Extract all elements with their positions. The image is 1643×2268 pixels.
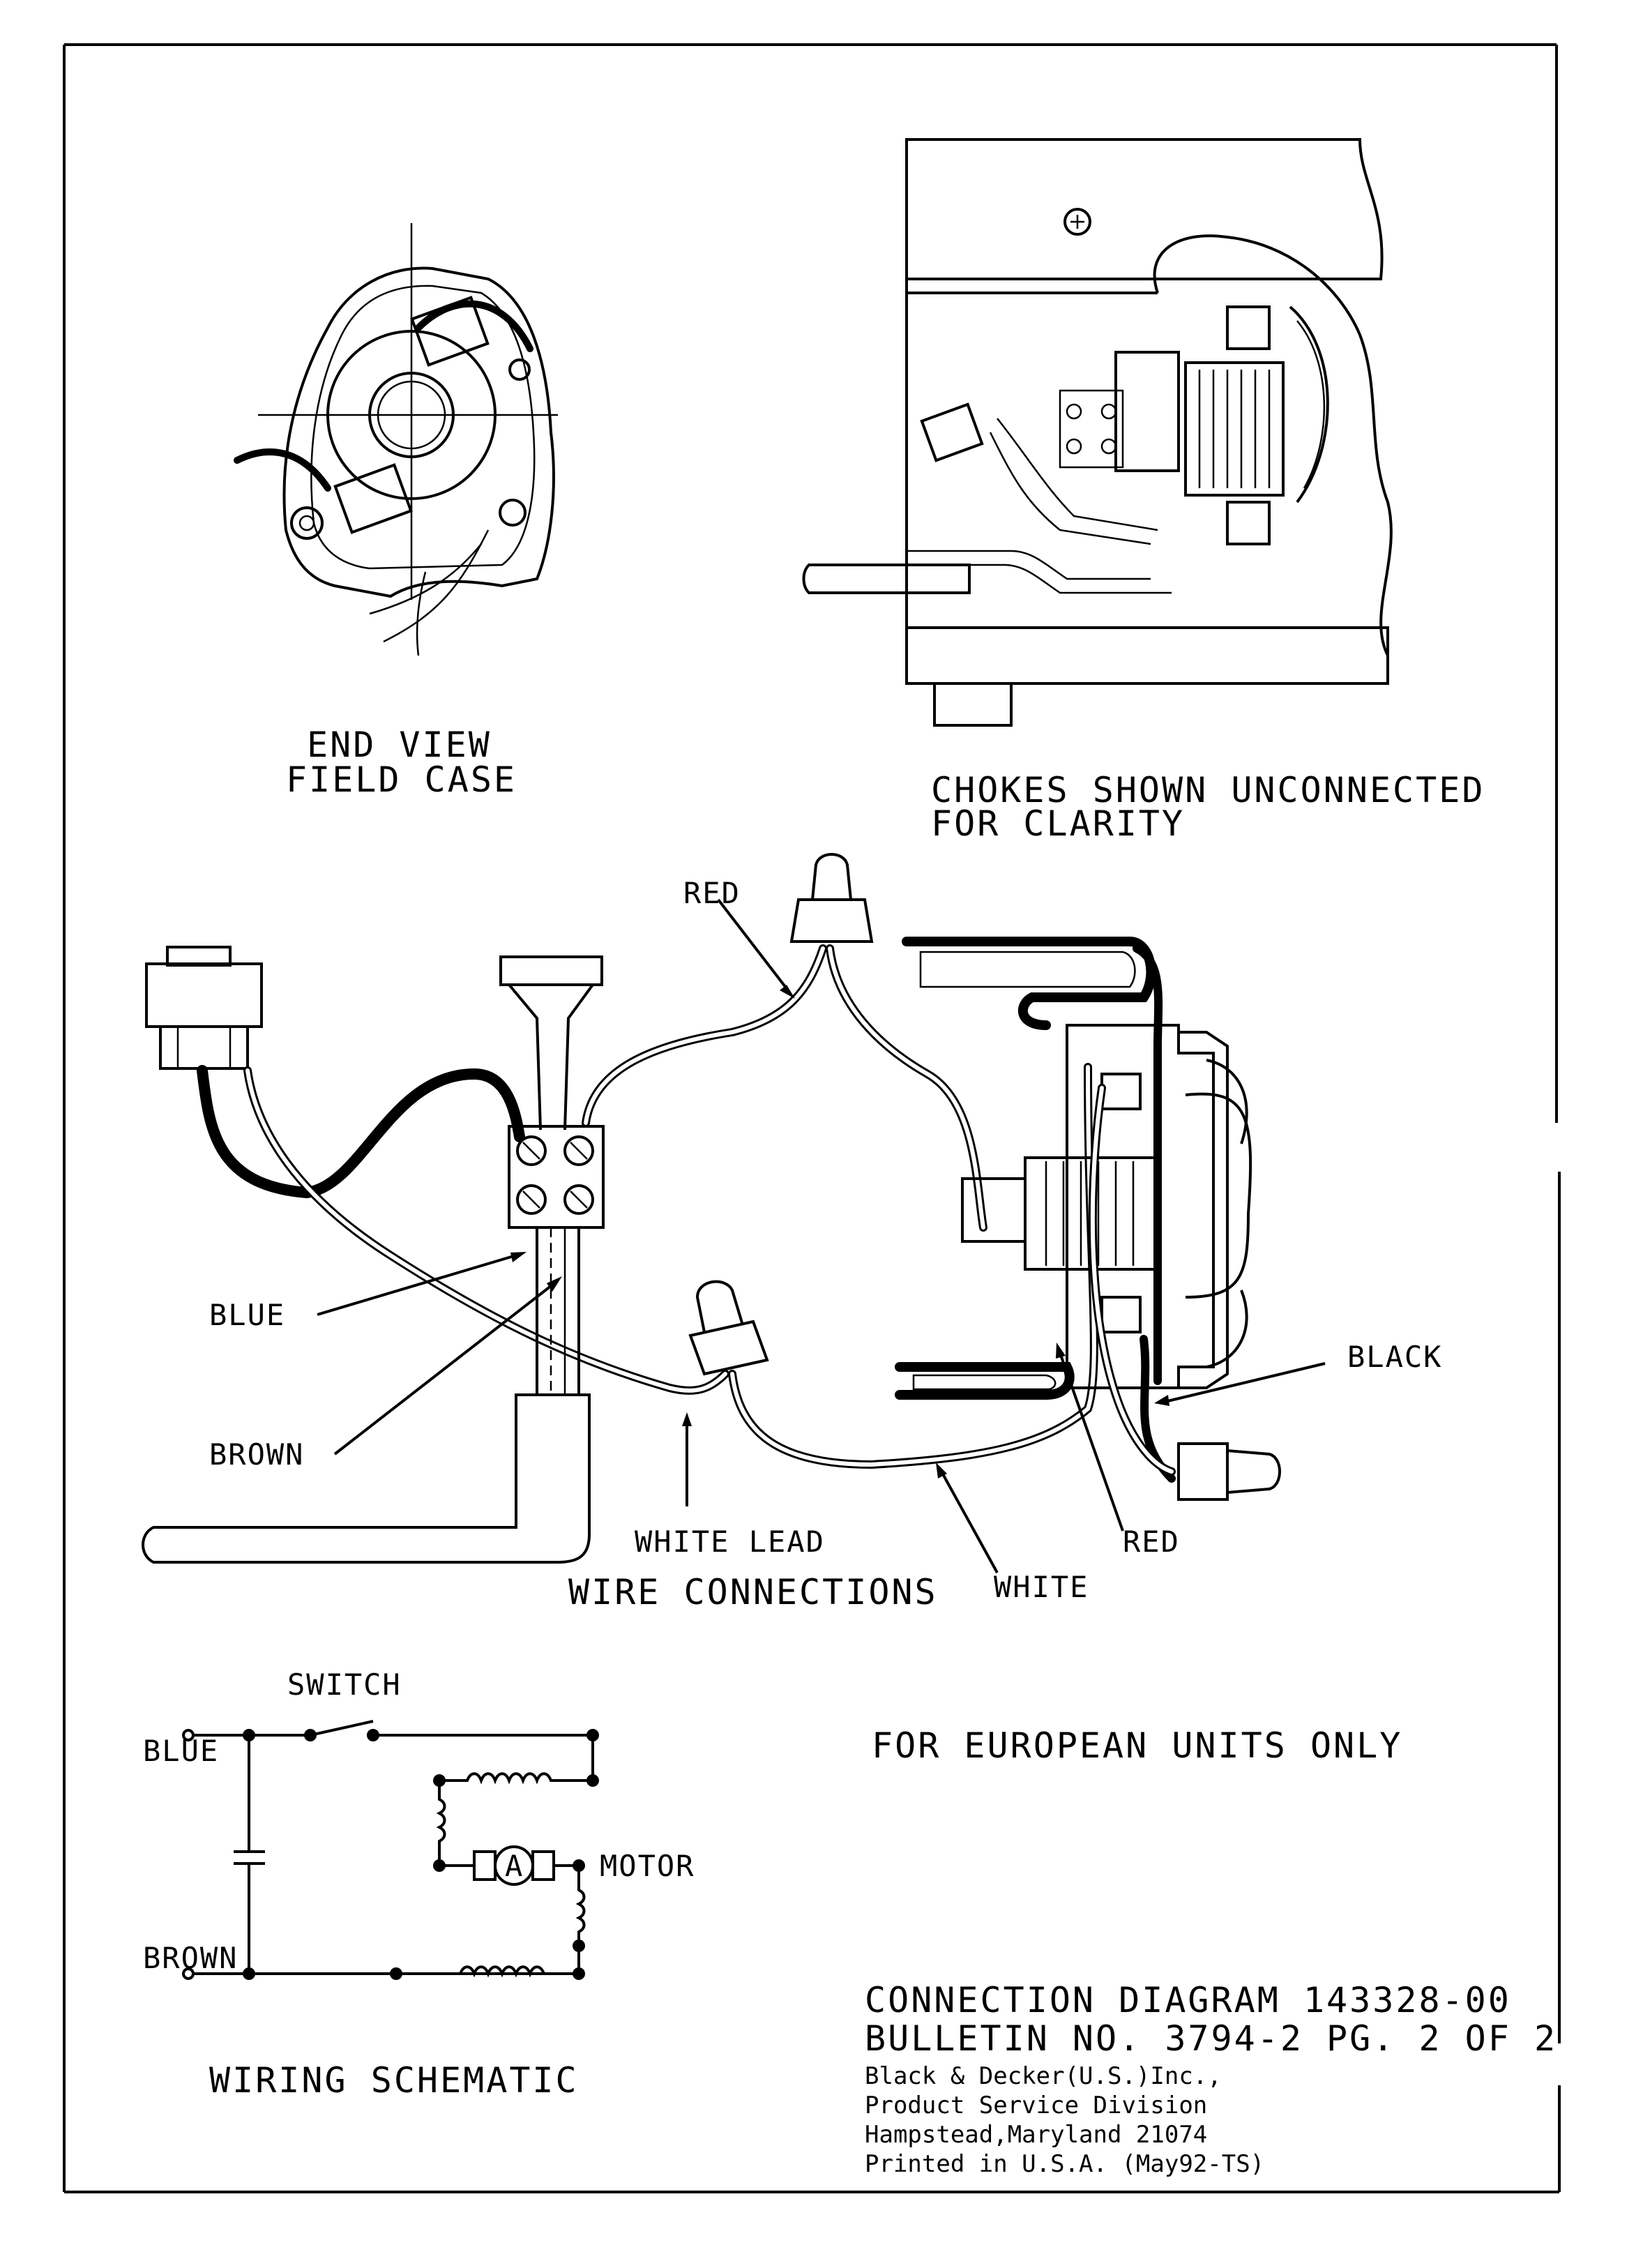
label-white: WHITE	[994, 1570, 1089, 1604]
schematic-switch-label: SWITCH	[287, 1668, 402, 1702]
label-brown: BROWN	[209, 1437, 304, 1472]
chokes-cutaway-drawing	[802, 138, 1393, 727]
armature-symbol: A	[505, 1849, 524, 1883]
wire-nut-right	[1177, 1442, 1281, 1501]
footer-connection-diagram: CONNECTION DIAGRAM 143328-00	[865, 1980, 1511, 2020]
connector-block-top	[499, 955, 603, 986]
sheet-border	[63, 43, 1561, 2193]
cutaway-label-line1: CHOKES SHOWN UNCONNECTED	[931, 770, 1485, 810]
footer-address: Hampstead,Maryland 21074	[865, 2121, 1207, 2149]
schematic-blue-label: BLUE	[143, 1734, 219, 1768]
footer-company: Black & Decker(U.S.)Inc.,	[865, 2062, 1222, 2090]
wiring-schematic-title: WIRING SCHEMATIC	[209, 2060, 579, 2101]
label-white-lead: WHITE LEAD	[635, 1525, 825, 1559]
rocker-switch	[145, 946, 263, 1070]
footer-printed: Printed in U.S.A. (May92-TS)	[865, 2150, 1264, 2178]
wiring-schematic-drawing	[182, 1720, 599, 1980]
cutaway-label-line2: FOR CLARITY	[931, 803, 1185, 844]
footer-bulletin: BULLETIN NO. 3794-2 PG. 2 OF 2	[865, 2018, 1557, 2059]
end-view-field-case-drawing	[234, 223, 558, 656]
wire-label-leaders	[317, 898, 1326, 1573]
wire-nut-middle	[688, 1280, 769, 1376]
footer-division: Product Service Division	[865, 2092, 1207, 2119]
wire-connections-drawing	[142, 853, 1281, 1564]
end-view-label-line1: END VIEW	[307, 725, 492, 765]
schematic-brown-label: BROWN	[143, 1941, 238, 1975]
label-blue: BLUE	[209, 1298, 285, 1332]
label-red-top: RED	[683, 876, 741, 910]
wire-nut-top	[789, 853, 874, 943]
end-view-label-line2: FIELD CASE	[286, 759, 517, 800]
title-block: CONNECTION DIAGRAM 143328-00 BULLETIN NO…	[865, 1980, 1557, 2178]
wire-connections-title: WIRE CONNECTIONS	[568, 1572, 938, 1612]
european-units-notice: FOR EUROPEAN UNITS ONLY	[872, 1725, 1402, 1766]
schematic-motor-label: MOTOR	[600, 1849, 695, 1883]
label-red-bottom: RED	[1123, 1525, 1180, 1559]
motor-assembly	[961, 1024, 1252, 1389]
terminal-block	[508, 1125, 605, 1229]
label-black: BLACK	[1347, 1340, 1442, 1374]
